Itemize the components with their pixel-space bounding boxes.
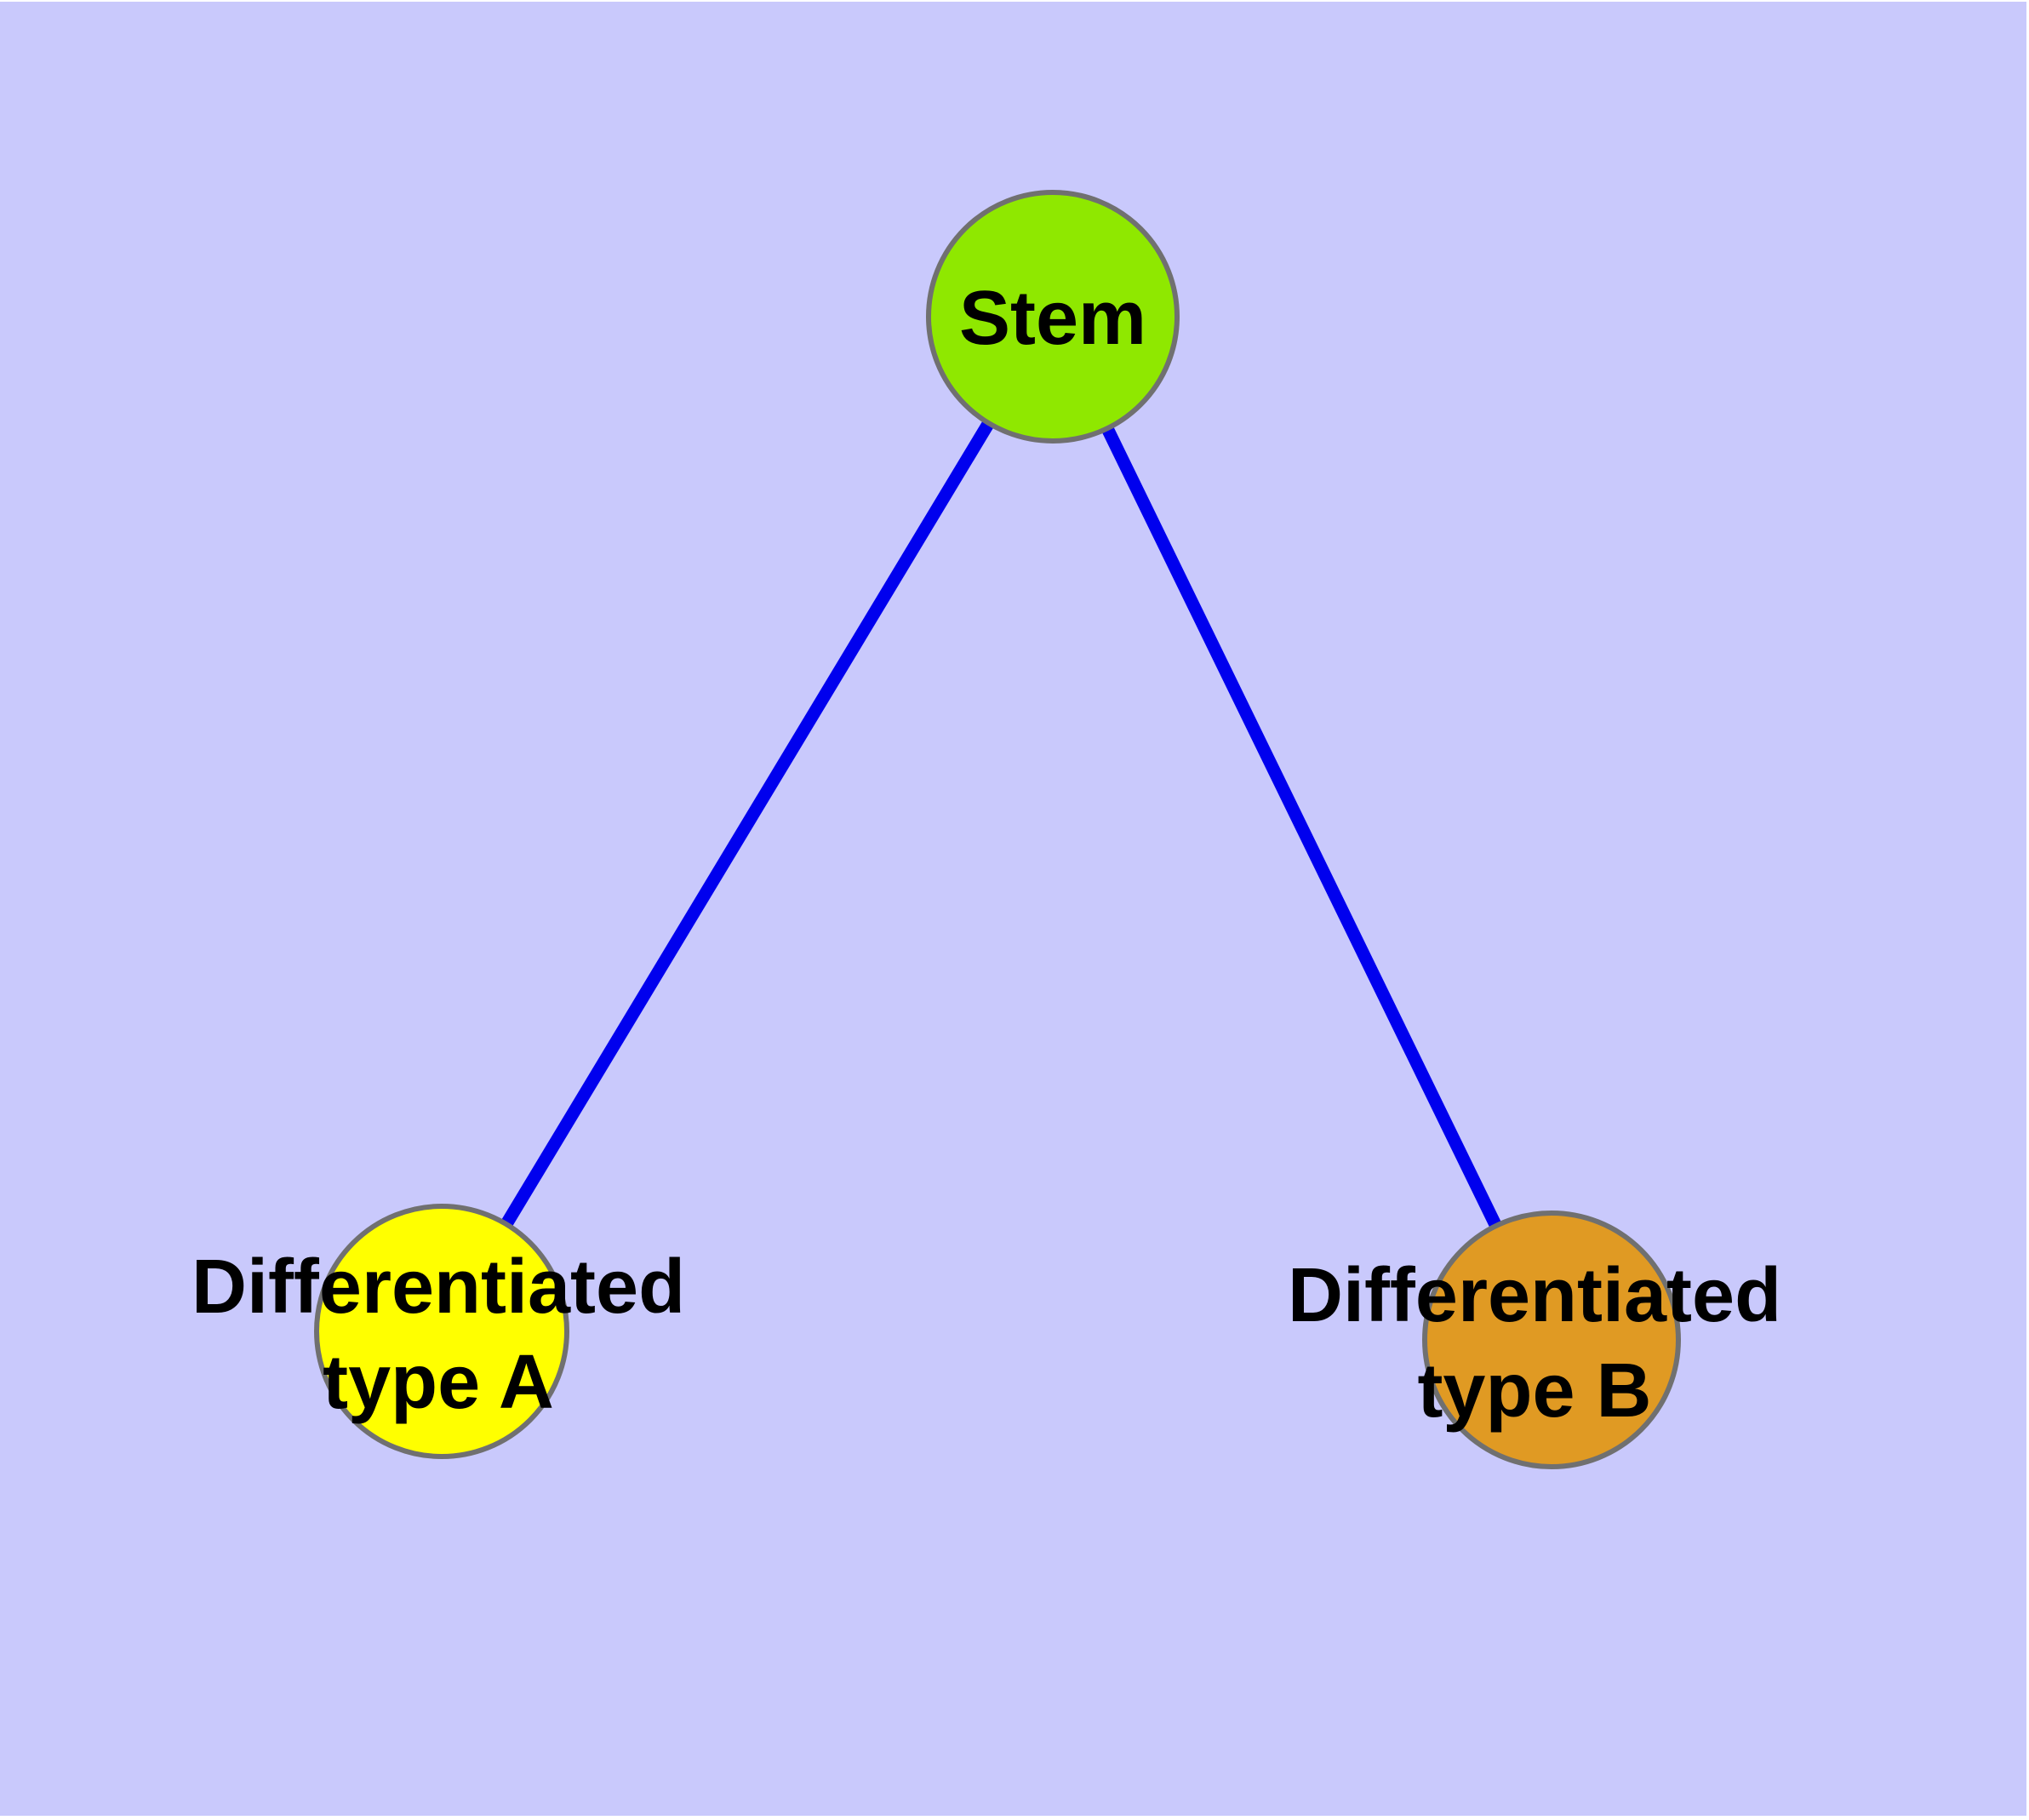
edge-stem-to-type-b [1047, 313, 1557, 1343]
node-differentiated-type-a [314, 1204, 569, 1459]
node-differentiated-type-b [1422, 1210, 1681, 1469]
edge-stem-to-type-a [436, 313, 1059, 1335]
node-stem [926, 190, 1180, 444]
